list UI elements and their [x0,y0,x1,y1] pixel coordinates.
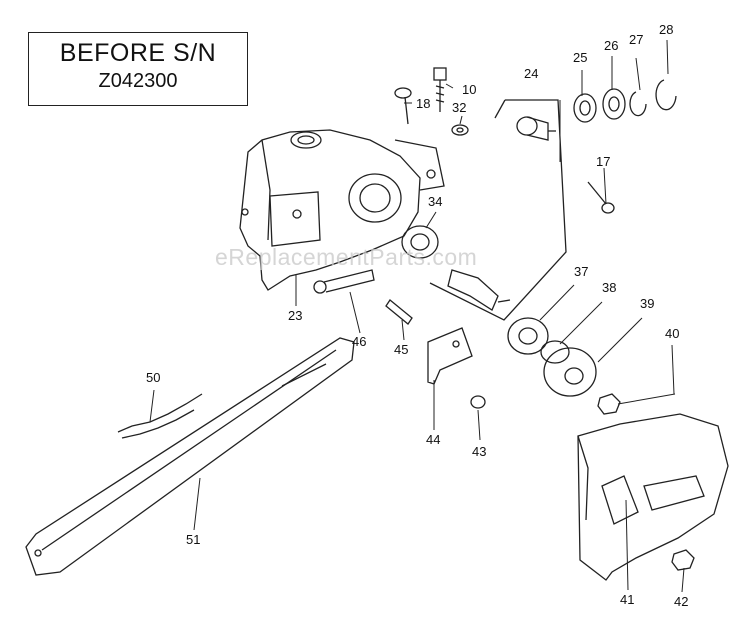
assembly-bracket [429,99,567,321]
adjusting-screw-part [470,395,486,409]
serial-box-heading: BEFORE S/N [59,39,217,67]
callout-45: 45 [394,342,408,357]
leader-lines [149,39,685,593]
serial-number-box: BEFORE S/N Z042300 [28,32,248,106]
gear-shaft-part [516,116,556,141]
callout-labels: 10 17 18 23 24 25 26 27 28 32 34 37 38 3… [146,22,688,609]
tensioner-plate-part [427,327,473,385]
bolt-part [394,87,412,125]
serial-box-number: Z042300 [98,70,178,92]
screw-part [433,67,447,112]
nut-part [597,393,621,415]
screw-part [587,181,615,214]
callout-41: 41 [620,592,634,607]
washer-part [451,124,469,136]
callout-26: 26 [604,38,618,53]
circlip-part [629,79,677,117]
callout-34: 34 [428,194,442,209]
callout-27: 27 [629,32,643,47]
callout-23: 23 [288,308,302,323]
callout-37: 37 [574,264,588,279]
callout-42: 42 [674,594,688,609]
site-watermark: eReplacementParts.com [215,244,478,270]
callout-51: 51 [186,532,200,547]
sprocket-group-part [507,317,597,397]
callout-24: 24 [524,66,538,81]
callout-38: 38 [602,280,616,295]
callout-18: 18 [416,96,430,111]
callout-46: 46 [352,334,366,349]
nut-part [671,549,695,571]
callout-43: 43 [472,444,486,459]
worm-shaft-part [447,269,511,311]
callout-44: 44 [426,432,440,447]
gear-housing-part [239,129,445,291]
callout-50: 50 [146,370,160,385]
callout-17: 17 [596,154,610,169]
callout-10: 10 [462,82,476,97]
pin-part [385,299,413,325]
callout-25: 25 [573,50,587,65]
callout-40: 40 [665,326,679,341]
bearing-part [401,225,439,259]
callout-28: 28 [659,22,673,37]
callout-39: 39 [640,296,654,311]
saw-chain-part [117,393,203,439]
side-cover-part [577,413,729,581]
bearing-pair-part [573,88,626,123]
guide-bar-part [25,337,355,576]
callout-32: 32 [452,100,466,115]
bar-stud-part [313,269,375,294]
